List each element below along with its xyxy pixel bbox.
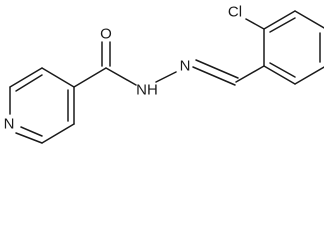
pyridine-ring [9,67,75,144]
bond [105,67,137,86]
amide-nitrogen-label: NH [136,82,158,99]
chlorine-label: Cl [228,4,242,21]
imine-double-bond [192,66,236,86]
bond [155,71,177,83]
bond [41,67,75,88]
carbonyl-oxygen-label: O [100,26,112,43]
bond [294,66,324,85]
bond [41,123,75,144]
chlorophenyl-ring [245,10,324,85]
bond [294,10,324,29]
bond-double-inner [20,126,43,137]
bond-double-inner [269,62,296,78]
bond [15,132,43,144]
imine-double-bond [195,59,239,79]
hydrazide-chain [73,41,265,88]
bond [73,67,107,88]
bond [235,65,265,83]
bond [9,67,43,88]
imine-nitrogen-label: N [180,58,191,75]
bond [263,10,296,30]
bond [263,65,296,85]
pyridine-nitrogen-label: N [4,116,15,133]
chemical-structure: Cl O NH N N [4,4,324,144]
chlorine-bond [245,18,265,30]
bond-double-inner [15,74,43,92]
atom-labels: Cl O NH N N [4,4,243,133]
bond-double-inner [269,17,296,33]
